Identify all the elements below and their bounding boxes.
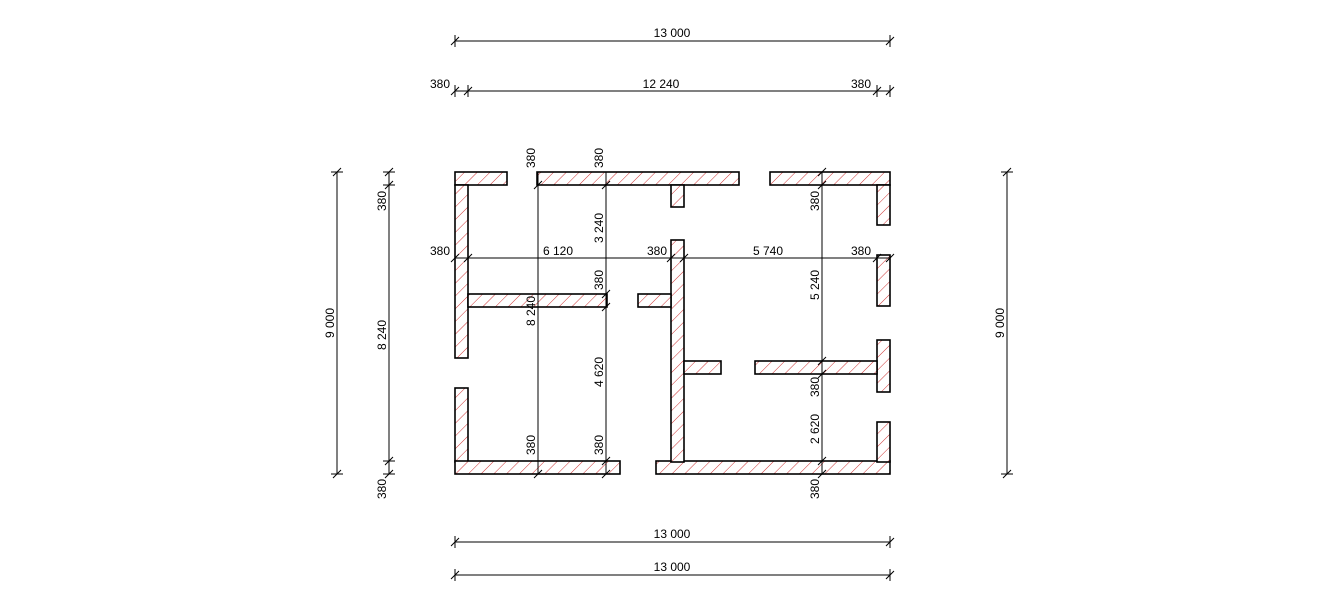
label-top-left-wall: 380 xyxy=(430,77,450,91)
label-top-interior: 12 240 xyxy=(643,77,680,91)
wall-right-top xyxy=(876,184,891,226)
label-bottom-opening-b: 380 xyxy=(592,435,606,455)
walls xyxy=(454,171,891,475)
wall-right-bottom xyxy=(876,421,891,463)
label-left-room-top-depth: 3 240 xyxy=(592,213,606,243)
label-right-overall-height: 9 000 xyxy=(993,308,1007,338)
label-right-bottom-wall: 380 xyxy=(808,479,822,499)
label-right-partition: 380 xyxy=(808,377,822,397)
dimension-labels: 13 000 380 12 240 380 380 6 120 380 5 74… xyxy=(323,26,1007,574)
label-right-wall: 380 xyxy=(851,244,871,258)
label-right-room-width: 5 740 xyxy=(753,244,783,258)
wall-top-left xyxy=(454,171,508,186)
wall-right-partition-stub xyxy=(683,360,722,375)
wall-top-stub xyxy=(670,184,685,208)
label-opening-width-a: 380 xyxy=(524,148,538,168)
label-right-top-wall: 380 xyxy=(808,191,822,211)
wall-right-lower xyxy=(876,339,891,393)
label-partition-thickness: 380 xyxy=(592,270,606,290)
label-middle-wall: 380 xyxy=(647,244,667,258)
label-bottom-opening-a: 380 xyxy=(524,435,538,455)
label-top-overall: 13 000 xyxy=(654,26,691,40)
label-left-bottom-wall-thickness: 380 xyxy=(375,479,389,499)
wall-left-partition-stub xyxy=(637,293,672,308)
wall-left-lower xyxy=(454,387,469,463)
label-left-interior-height: 8 240 xyxy=(375,320,389,350)
wall-center-partition xyxy=(670,239,685,463)
wall-right-partition xyxy=(754,360,878,375)
label-left-room-width: 6 120 xyxy=(543,244,573,258)
label-opening-width-b: 380 xyxy=(592,148,606,168)
label-interior-depth: 8 240 xyxy=(524,296,538,326)
wall-top-right xyxy=(769,171,891,186)
wall-top-middle xyxy=(536,171,740,186)
label-left-room-bottom-depth: 4 620 xyxy=(592,357,606,387)
wall-right-middle xyxy=(876,254,891,307)
label-left-top-wall: 380 xyxy=(430,244,450,258)
label-right-room-depth: 5 240 xyxy=(808,270,822,300)
dimension-lines xyxy=(331,35,1013,581)
wall-bottom-right xyxy=(655,460,891,475)
label-bottom-overall-2: 13 000 xyxy=(654,560,691,574)
label-bottom-overall-1: 13 000 xyxy=(654,527,691,541)
wall-left-upper xyxy=(454,184,469,359)
label-left-overall-height: 9 000 xyxy=(323,308,337,338)
label-left-top-wall-thickness: 380 xyxy=(375,191,389,211)
label-right-small-room-depth: 2 620 xyxy=(808,414,822,444)
label-top-right-wall: 380 xyxy=(851,77,871,91)
